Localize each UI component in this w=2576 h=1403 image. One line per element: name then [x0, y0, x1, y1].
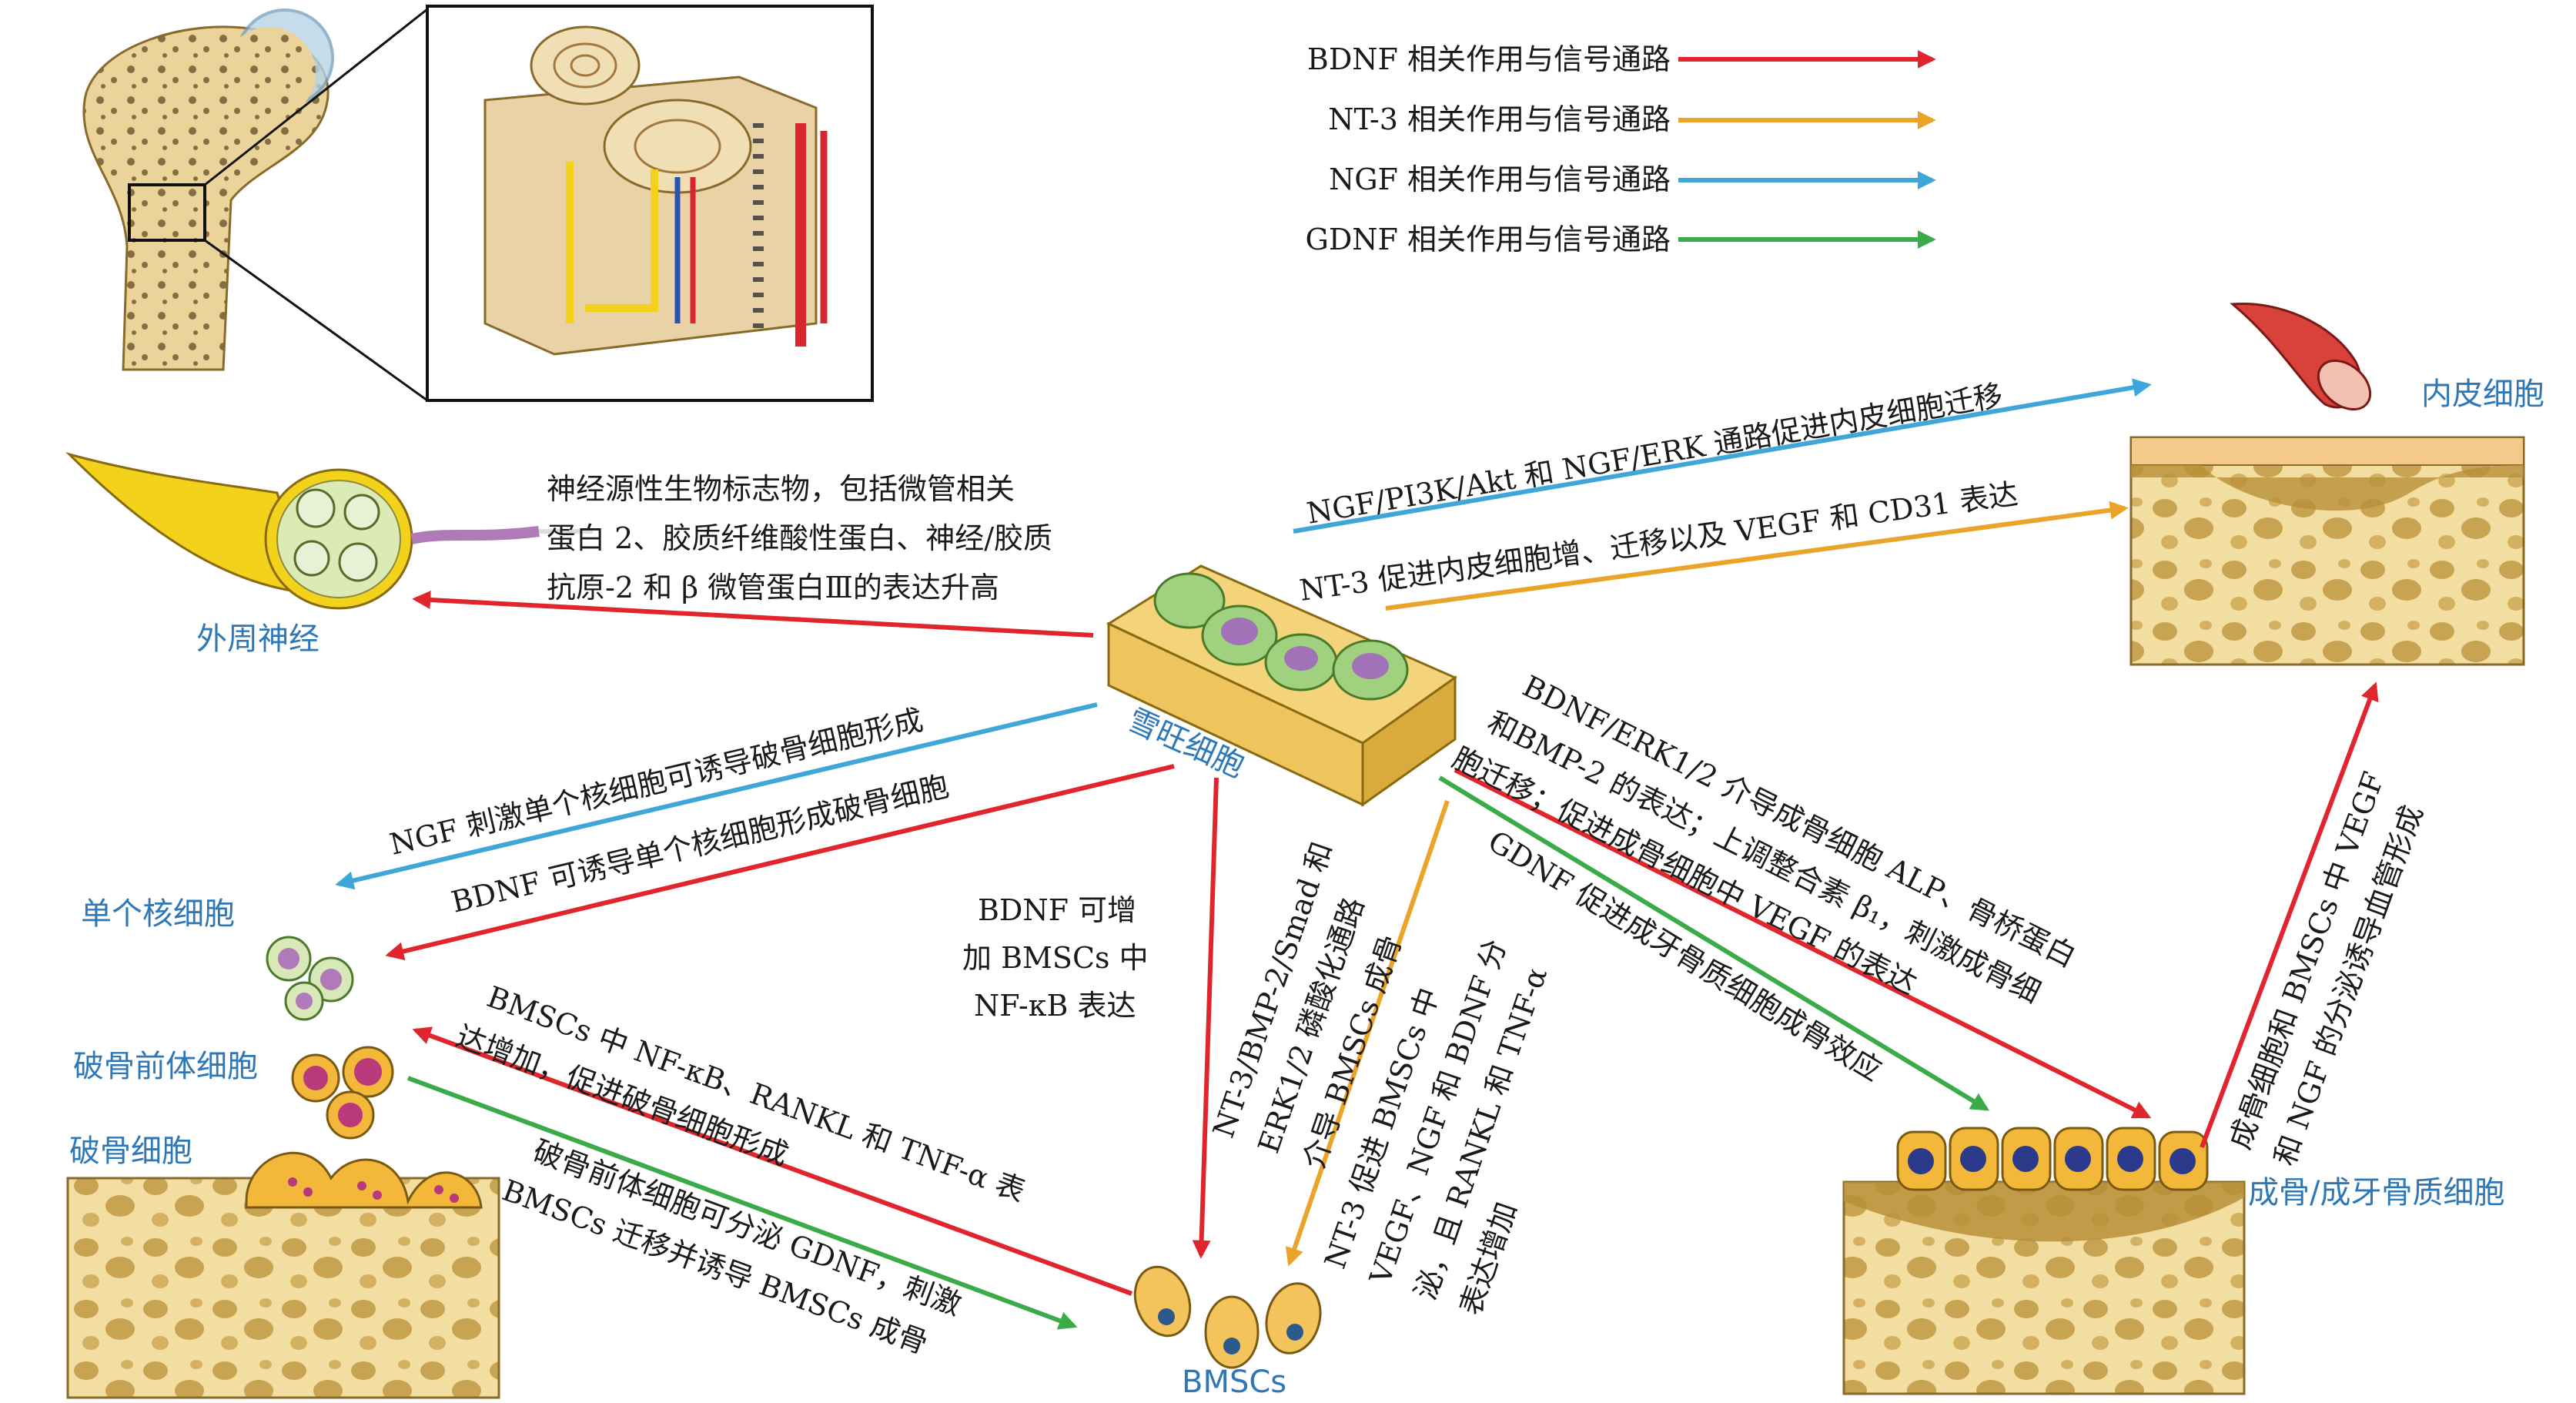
vegf-up-text: 成骨细胞和 BMSCs 中 VEGF 和 NGF 的分泌诱导血管形成: [2223, 768, 2430, 1170]
svg-text:BDNF 可增: BDNF 可增: [978, 893, 1136, 927]
legend-nt3-label: NT-3 相关作用与信号通路: [1328, 102, 1671, 136]
svg-text:神经源性生物标志物，包括微管相关: 神经源性生物标志物，包括微管相关: [547, 472, 1015, 506]
arrow-ngf-to-endothelial: [1293, 378, 2152, 534]
osteoclast-illustration: [66, 1151, 500, 1399]
legend-gdnf-label: GDNF 相关作用与信号通路: [1305, 223, 1671, 256]
arrow-bdnf-to-monocyte: [385, 764, 1175, 961]
osteoclast-label: 破骨细胞: [69, 1133, 192, 1169]
arrow-bdnf-to-osteoblast: [1454, 768, 2152, 1119]
peripheral-nerve-label: 外周神经: [196, 621, 319, 657]
femur-illustration: [82, 8, 428, 402]
arrow-gdnf-to-osteoblast: [1438, 775, 1990, 1111]
arrow-nt3-to-endothelial: [1385, 501, 2129, 611]
svg-text:蛋白 2、胶质纤维酸性蛋白、神经/胶质: 蛋白 2、胶质纤维酸性蛋白、神经/胶质: [547, 521, 1052, 555]
svg-text:加 BMSCs 中: 加 BMSCs 中: [962, 941, 1149, 975]
monocyte-illustration: [266, 936, 354, 1021]
svg-text:抗原-2 和 β 微管蛋白Ⅲ的表达升高: 抗原-2 和 β 微管蛋白Ⅲ的表达升高: [547, 571, 999, 604]
endothelial-label: 内皮细胞: [2421, 377, 2544, 412]
peripheral-nerve-illustration: [65, 452, 593, 610]
legend-bdnf-label: BDNF 相关作用与信号通路: [1307, 42, 1671, 76]
arrow-preosteoclast-to-bmscs: [406, 1076, 1078, 1330]
endothelial-illustration: [2129, 302, 2525, 666]
arrow-schwann-to-nerve: [412, 591, 1094, 638]
bone-section-illustration: [426, 5, 874, 402]
mono-bdnf-text: BDNF 可诱导单个核细胞形成破骨细胞: [448, 769, 952, 919]
svg-text:NF-κB 表达: NF-κB 表达: [974, 989, 1136, 1023]
legend-ngf-label: NGF 相关作用与信号通路: [1329, 162, 1671, 196]
arrow-bdnf-to-bmscs: [1192, 777, 1219, 1259]
arrow-ngf-to-monocyte: [335, 702, 1098, 890]
bdnf-nfkb-text: BDNF 可增 加 BMSCs 中 NF-κB 表达: [962, 893, 1149, 1023]
monocyte-label: 单个核细胞: [81, 896, 235, 932]
bmscs-illustration: [1133, 1265, 1322, 1369]
osteoblast-illustration: [1842, 1127, 2246, 1395]
schwann-cell-illustration: [1106, 564, 1458, 807]
arrow-nt3-to-bmscs: [1285, 800, 1450, 1267]
preoc-gdnf-text: 破骨前体细胞可分泌 GDNF，刺激 BMSCs 迁移并诱导 BMSCs 成骨: [498, 1133, 966, 1361]
legend: BDNF 相关作用与信号通路 NT-3 相关作用与信号通路 NGF 相关作用与信…: [1305, 42, 1936, 256]
arrow-osteoblast-to-endothelial: [2200, 681, 2379, 1149]
preosteoclast-illustration: [291, 1046, 394, 1140]
preosteoclast-label: 破骨前体细胞: [73, 1049, 258, 1084]
nerve-annotation: 神经源性生物标志物，包括微管相关 蛋白 2、胶质纤维酸性蛋白、神经/胶质 抗原-…: [547, 472, 1052, 604]
arrow-bmscs-to-preosteoclast: [412, 1026, 1133, 1296]
osteoblast-label: 成骨/成牙骨质细胞: [2248, 1175, 2504, 1210]
bmscs-label: BMSCs: [1182, 1364, 1286, 1400]
